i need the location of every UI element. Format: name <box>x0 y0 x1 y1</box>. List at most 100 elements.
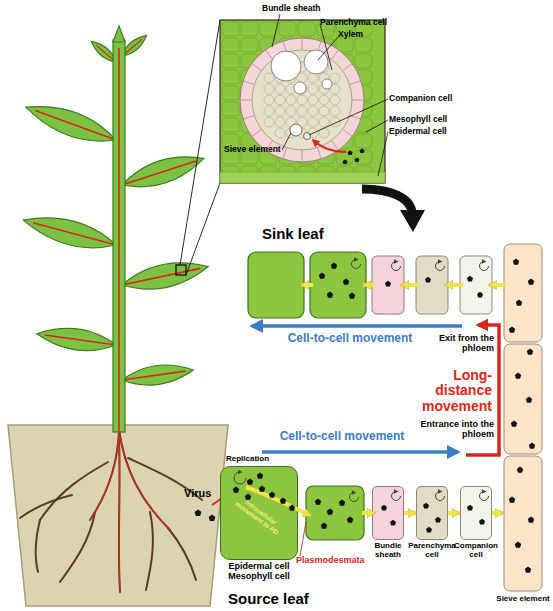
mesophyll-cell <box>355 38 372 52</box>
virus-particle <box>509 497 515 503</box>
parenchyma-cell <box>319 84 329 94</box>
mesophyll-cell <box>298 22 315 36</box>
parenchyma-cell <box>297 128 307 138</box>
parenchyma-cell <box>319 73 329 83</box>
mesophyll-cell <box>317 150 334 164</box>
mesophyll-cell <box>355 70 372 84</box>
virus-particle <box>259 486 265 492</box>
parenchyma-cell <box>308 95 318 105</box>
parenchyma-cell <box>275 95 285 105</box>
movement-arrow <box>445 283 463 287</box>
mesophyll-cell <box>241 102 258 116</box>
parenchyma-cell <box>286 62 296 72</box>
mesophyll-cell <box>355 54 372 68</box>
phloem-label: Entrance into the phloem <box>414 420 494 440</box>
mesophyll-cell <box>260 22 277 36</box>
bundle-sheath-wall <box>317 148 321 159</box>
movement-arrows <box>212 325 499 556</box>
parenchyma-cell <box>275 73 285 83</box>
mesophyll-cell <box>317 102 334 116</box>
replication-symbol <box>234 472 246 484</box>
bundle-sheath-wall <box>331 140 338 150</box>
virus-particle <box>339 500 345 506</box>
parenchyma-cell <box>297 73 307 83</box>
leaves <box>20 32 210 389</box>
mesophyll-cell <box>279 86 296 100</box>
mesophyll-cell <box>241 22 258 36</box>
parenchyma-cell <box>308 117 318 127</box>
mesophyll-cell <box>222 118 239 132</box>
movement-label: Long-distance movement <box>404 368 492 414</box>
mesophyll-cell <box>336 102 353 116</box>
mesophyll-cell <box>241 118 258 132</box>
mesophyll-cell <box>241 38 258 52</box>
parenchyma-cell <box>297 62 307 72</box>
virus-particle <box>528 279 534 285</box>
replication-label: Replication <box>226 455 269 464</box>
mesophyll-cell <box>260 38 277 52</box>
zoom-pointer <box>176 20 220 275</box>
mesophyll-cell <box>336 38 353 52</box>
mesophyll-cell <box>336 54 353 68</box>
parenchyma-cell <box>308 128 318 138</box>
mesophyll-cell <box>298 86 315 100</box>
mesophyll-cell <box>298 150 315 164</box>
replication-symbol <box>352 260 361 269</box>
bundle-sheath-wall <box>243 81 254 85</box>
mesophyll-cell <box>241 166 258 180</box>
parenchyma-cell <box>319 117 329 127</box>
mesophyll-cell <box>222 54 239 68</box>
virus-particle <box>467 276 473 282</box>
virus-particle <box>385 281 391 287</box>
parenchyma-cell <box>308 73 318 83</box>
mesophyll-cell <box>317 70 334 84</box>
virus-particle <box>526 397 532 403</box>
mesophyll-cell <box>336 150 353 164</box>
virus-particle <box>269 492 275 498</box>
parenchyma-cell <box>275 106 285 116</box>
movement-arrow <box>401 283 419 287</box>
parenchyma-cell <box>319 95 329 105</box>
movement-arrow <box>301 283 313 287</box>
mesophyll-cell <box>260 70 277 84</box>
movement-arrow <box>492 511 503 515</box>
mesophyll-cell <box>260 166 277 180</box>
bundle-sheath-wall <box>283 148 287 159</box>
mesophyll-cell <box>336 118 353 132</box>
parenchyma-cell <box>330 73 340 83</box>
mesophyll-cell <box>317 166 334 180</box>
virus-particle <box>247 479 253 485</box>
source-mesophyll-cell <box>306 486 364 540</box>
replication-symbol <box>436 262 445 271</box>
mesophyll-cell <box>222 38 239 52</box>
parenchyma-cell <box>319 128 329 138</box>
mesophyll-cell <box>355 166 372 180</box>
virus-particle <box>233 487 239 493</box>
virus-particle <box>321 523 327 529</box>
inset-label: Companion cell <box>389 94 452 103</box>
cell-label: Epidermal cell Mesophyll cell <box>220 562 298 582</box>
replication-symbol <box>392 262 401 271</box>
bundle-sheath-wall <box>350 115 361 119</box>
bundle-sheath-wall <box>350 81 361 85</box>
bundle-sheath-wall <box>252 64 262 71</box>
mesophyll-cell <box>336 70 353 84</box>
virus-particle <box>528 517 534 523</box>
virus-particle <box>467 505 473 511</box>
virus-particle <box>390 520 396 526</box>
replication-symbol <box>480 492 489 501</box>
mesophyll-cell <box>222 102 239 116</box>
mesophyll-cell <box>279 166 296 180</box>
inset-label: Parenchyma cell <box>320 18 387 27</box>
mesophyll-cell <box>241 54 258 68</box>
virus-particle <box>315 499 321 505</box>
virus-particle <box>517 467 523 473</box>
zoom-arrow <box>362 189 425 232</box>
virus-particle <box>343 279 349 285</box>
parenchyma-cell <box>264 73 274 83</box>
replication-symbol <box>350 493 359 502</box>
mesophyll-cell <box>279 118 296 132</box>
mesophyll-cell <box>336 134 353 148</box>
mesophyll-cell <box>317 86 334 100</box>
parenchyma-cell <box>264 84 274 94</box>
